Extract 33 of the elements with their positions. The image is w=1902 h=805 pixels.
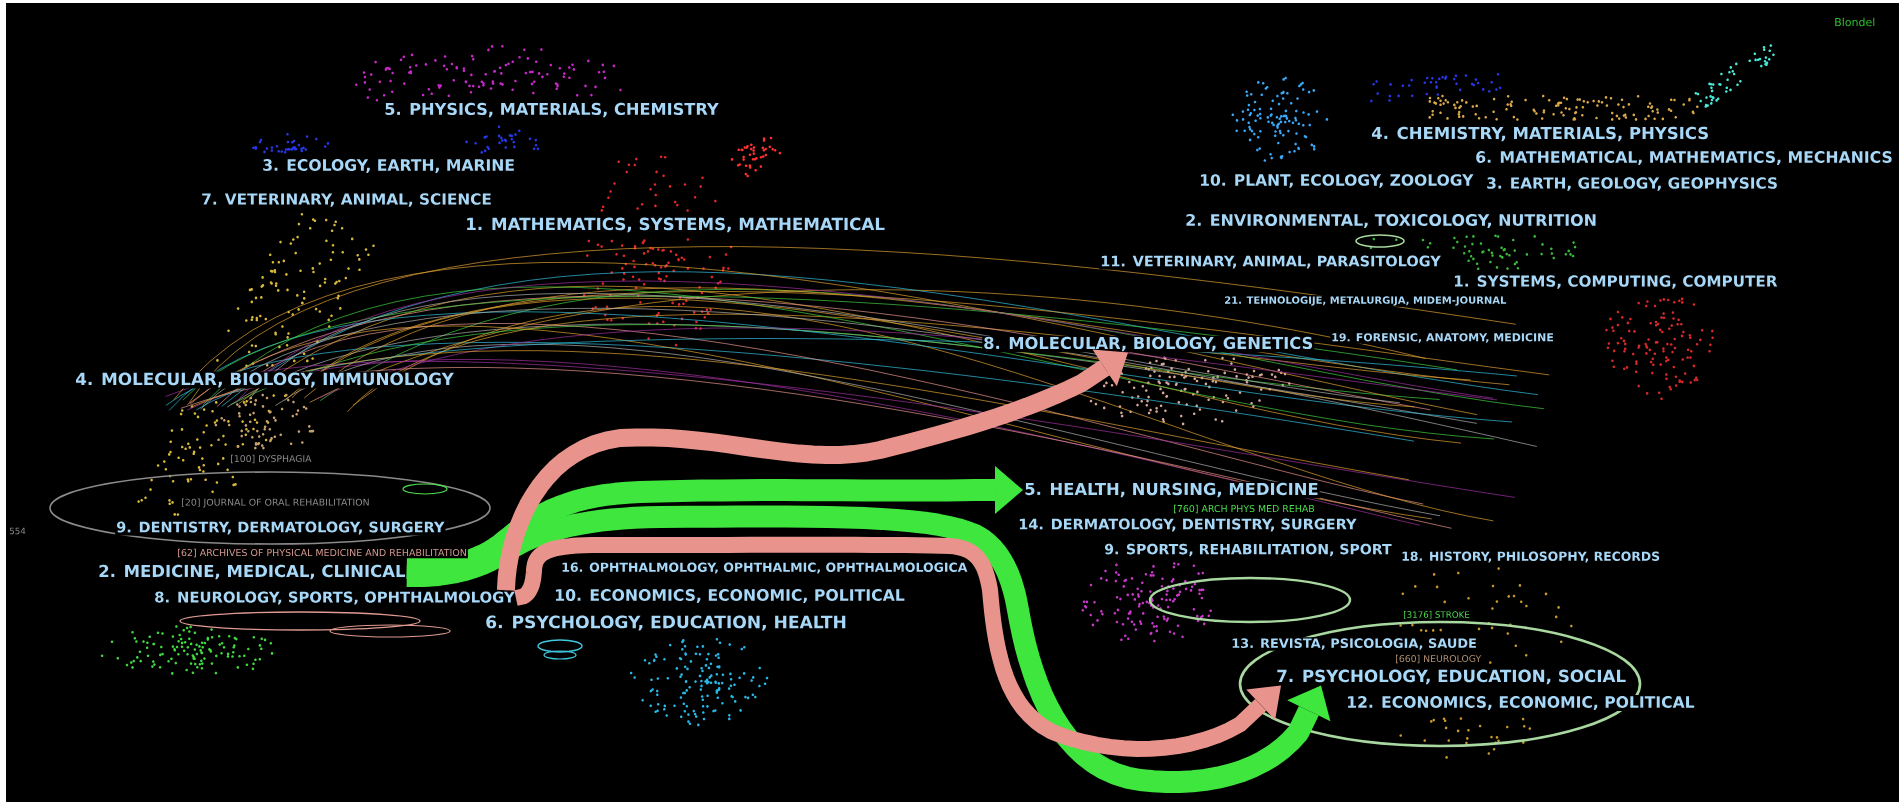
cluster-label: 1. SYSTEMS, COMPUTING, COMPUTER: [1452, 274, 1779, 290]
cluster-label: 13. REVISTA, PSICOLOGIA, SAUDE: [1230, 637, 1478, 651]
journal-label: [62] ARCHIVES OF PHYSICAL MEDICINE AND REHABILITATION: [176, 547, 468, 559]
cluster-label: 3. EARTH, GEOLOGY, GEOPHYSICS: [1485, 176, 1780, 192]
journal-label: [660] NEUROLOGY: [1394, 653, 1483, 665]
journal-label: [20] JOURNAL OF ORAL REHABILITATION: [180, 497, 371, 509]
cluster-label: 6. MATHEMATICAL, MATHEMATICS, MECHANICS: [1474, 150, 1894, 166]
flow-arrow: [405, 466, 1023, 580]
journal-label: [3176] STROKE: [1402, 610, 1471, 620]
citation-ellipse: [1355, 234, 1405, 248]
cluster-label: 12. ECONOMICS, ECONOMIC, POLITICAL: [1345, 695, 1696, 711]
flow-arrow: [513, 536, 1281, 757]
cluster-label: 10. PLANT, ECOLOGY, ZOOLOGY: [1198, 173, 1475, 189]
cluster-label: 8. NEUROLOGY, SPORTS, OPHTHALMOLOGY: [153, 590, 516, 606]
cluster-label: 21. TEHNOLOGIJE, METALURGIJA, MIDEM-JOURNAL: [1223, 295, 1508, 307]
citation-ellipse: [537, 639, 583, 653]
cluster-label: 16. OPHTHALMOLOGY, OPHTHALMIC, OPHTHALMOLOGICA: [560, 561, 969, 575]
citation-ellipse: [179, 611, 421, 631]
cluster-label: 10. ECONOMICS, ECONOMIC, POLITICAL: [553, 588, 906, 604]
cluster-label: 19. FORENSIC, ANATOMY, MEDICINE: [1330, 332, 1555, 344]
cluster-label: 7. VETERINARY, ANIMAL, SCIENCE: [200, 192, 493, 208]
journal-label: [100] DYSPHAGIA: [229, 453, 313, 465]
count-label: 554: [8, 526, 27, 536]
flow-arrow: [405, 505, 1331, 793]
citation-ellipse: [329, 624, 451, 638]
citation-ellipse: [1148, 576, 1352, 624]
citation-ellipse: [402, 483, 448, 495]
flow-arrow: [496, 349, 1128, 591]
cluster-label: 3. ECOLOGY, EARTH, MARINE: [261, 158, 516, 174]
cluster-label: 6. PSYCHOLOGY, EDUCATION, HEALTH: [484, 614, 848, 632]
method-label: Blondel: [1833, 16, 1877, 28]
citation-ellipse: [543, 650, 577, 660]
citation-ellipse: [49, 471, 491, 545]
